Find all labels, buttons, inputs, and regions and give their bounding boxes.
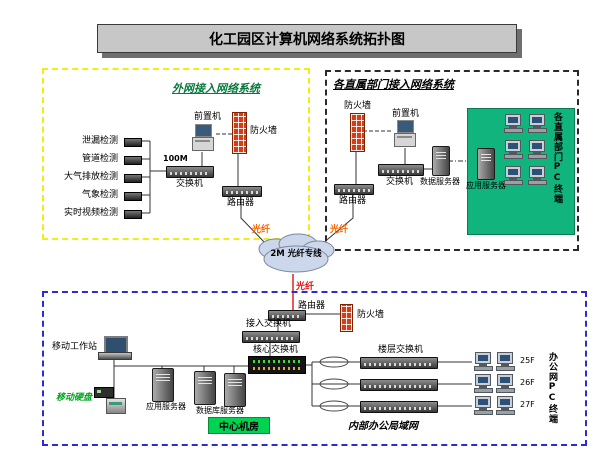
monitor-icon <box>195 124 212 137</box>
front-machine-icon <box>192 124 214 152</box>
mobile-disk-icon <box>94 387 114 398</box>
sensor-label: 管道检测 <box>81 154 118 164</box>
department-switch-icon <box>378 164 424 176</box>
sensor-label: 气象检测 <box>81 190 118 200</box>
external-router-label: 路由器 <box>227 198 255 208</box>
office-pcs-label: 办公网PC终端 <box>547 352 557 424</box>
laptop-icon <box>98 336 132 360</box>
sensor-node-icon <box>124 138 142 147</box>
internal-firewall-icon <box>340 304 353 332</box>
department-firewall-icon <box>350 113 365 152</box>
floor-label: 27F <box>520 400 535 409</box>
internal-network-section <box>42 291 587 446</box>
bandwidth-label: 100M <box>163 154 188 163</box>
core-switch-icon <box>248 356 306 374</box>
sensor-node-icon <box>124 174 142 183</box>
access-switch-label: 接入交换机 <box>246 319 292 329</box>
department-pc-icon <box>528 166 547 185</box>
lan-name-label: 内部办公局域网 <box>348 421 418 432</box>
sensor-node-icon <box>124 210 142 219</box>
external-router-icon <box>222 186 262 197</box>
data-server-label: 数据服务器 <box>420 177 460 186</box>
department-pc-terminals-label: 各直属部门PC终端 <box>552 112 562 204</box>
department-router-label: 路由器 <box>339 196 367 206</box>
department-front-machine-label: 前置机 <box>392 109 420 119</box>
external-firewall-label: 防火墙 <box>250 126 278 136</box>
floor-switch-icon <box>360 357 438 369</box>
data-server-icon <box>432 146 450 176</box>
sensor-node-icon <box>124 192 142 201</box>
floor-switch-icon <box>360 401 438 413</box>
department-pc-icon <box>528 114 547 133</box>
external-firewall-icon <box>232 112 247 154</box>
external-switch-icon <box>166 166 214 178</box>
department-app-server-label: 应用服务器 <box>466 181 506 190</box>
monitor-icon <box>397 120 414 133</box>
computer-case-icon <box>394 133 416 147</box>
sensor-label: 泄漏检测 <box>81 136 118 146</box>
wan-cloud-icon <box>258 233 335 273</box>
office-pc-icon <box>496 396 515 415</box>
diagram-title: 化工园区计算机网络系统拓扑图 <box>97 24 517 53</box>
mobile-disk-label: 移动硬盘 <box>56 393 93 403</box>
floor-switch-icon <box>360 379 438 391</box>
floor-label: 25F <box>520 356 535 365</box>
internal-app-server-icon <box>152 368 174 402</box>
external-network-title: 外网接入网络系统 <box>172 82 260 95</box>
department-network-section <box>325 70 579 251</box>
sensor-node-icon <box>124 156 142 165</box>
department-network-title: 各直属部门接入网络系统 <box>333 78 454 91</box>
office-pc-icon <box>474 396 493 415</box>
office-pc-icon <box>474 352 493 371</box>
external-fiber-label: 光纤 <box>252 225 271 235</box>
internal-firewall-label: 防火墙 <box>357 310 385 320</box>
access-switch-icon <box>242 331 300 343</box>
diagram-title-text: 化工园区计算机网络系统拓扑图 <box>209 31 405 48</box>
office-pc-icon <box>474 374 493 393</box>
sensor-label: 大气排放检测 <box>63 172 118 182</box>
department-switch-label: 交换机 <box>386 177 414 187</box>
department-pc-icon <box>528 140 547 159</box>
external-switch-label: 交换机 <box>176 179 204 189</box>
internal-router-icon <box>268 310 306 321</box>
internal-fiber-label: 光纤 <box>296 282 315 292</box>
sensor-label: 实时视频检测 <box>63 208 118 218</box>
internal-app-server-label: 应用服务器 <box>146 402 186 411</box>
office-pc-icon <box>496 374 515 393</box>
floor-label: 26F <box>520 378 535 387</box>
db-server-label: 数据库服务器 <box>196 406 244 415</box>
department-app-server-icon <box>477 148 495 180</box>
department-fiber-label: 光纤 <box>330 225 349 235</box>
front-machine-icon <box>394 120 416 148</box>
mobile-workstation-label: 移动工作站 <box>52 342 98 352</box>
department-pc-icon <box>504 114 523 133</box>
external-network-section <box>42 68 310 240</box>
floor-switch-label: 楼层交换机 <box>378 345 424 355</box>
department-firewall-label: 防火墙 <box>344 101 372 111</box>
core-switch-label: 核心交换机 <box>253 345 299 355</box>
db-server-icon <box>194 371 216 405</box>
db-server-icon <box>224 373 246 407</box>
external-front-machine-label: 前置机 <box>194 112 222 122</box>
computer-case-icon <box>192 137 214 151</box>
laptop-base-icon <box>98 352 132 360</box>
wan-cloud-label: 2M 光纤专线 <box>270 249 322 259</box>
server-room-badge: 中心机房 <box>208 417 270 434</box>
department-router-icon <box>334 184 374 195</box>
department-pc-icon <box>504 166 523 185</box>
department-pc-icon <box>504 140 523 159</box>
office-pc-icon <box>496 352 515 371</box>
peripheral-device-icon <box>106 398 126 414</box>
internal-router-label: 路由器 <box>298 301 326 311</box>
